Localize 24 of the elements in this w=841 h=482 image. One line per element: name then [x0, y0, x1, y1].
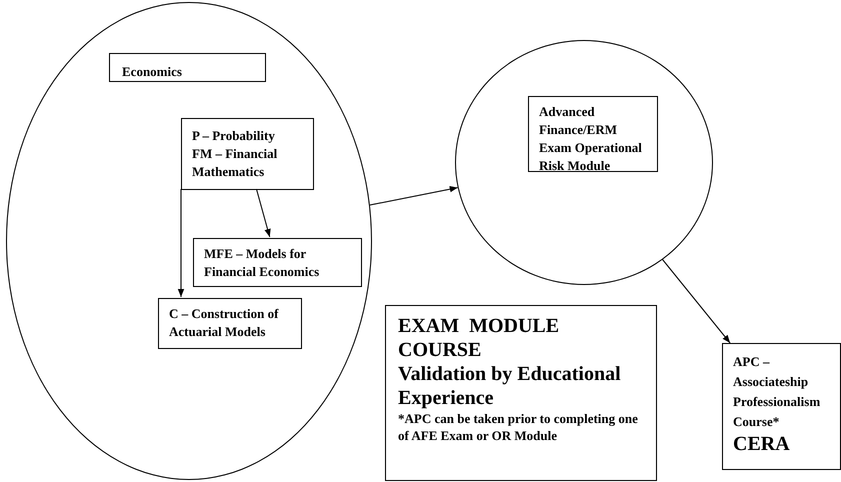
course-box [193, 238, 362, 287]
ellipse-group [455, 40, 713, 285]
box-text: CERA [733, 432, 791, 456]
course-box [385, 305, 657, 481]
course-box [109, 53, 266, 82]
arrow [178, 188, 184, 298]
arrow [369, 186, 458, 206]
arrow [662, 259, 731, 344]
box-text: P – Probability [192, 127, 276, 145]
box-text: Validation by Educational Experience [398, 362, 622, 410]
box-text: EXAM MODULE COURSE [398, 314, 560, 362]
box-text: C – Construction of Actuarial Models [169, 305, 280, 341]
ellipse-group [6, 2, 372, 480]
box-text: Advanced Finance/ERM Exam Operational Risk Module [539, 103, 643, 175]
box-text: Economics [122, 63, 183, 81]
box-text: MFE – Models for Financial Economics [204, 245, 320, 281]
course-box [158, 298, 302, 349]
course-box [722, 343, 841, 470]
course-box [181, 118, 314, 190]
box-text: *APC can be taken prior to completing one of AFE Exam or OR Module [398, 410, 639, 444]
box-text: FM – Financial Mathematics [192, 145, 278, 181]
box-text: APC – Associateship Professionalism Course* [733, 353, 822, 431]
arrow [256, 188, 271, 238]
course-box [528, 96, 658, 172]
